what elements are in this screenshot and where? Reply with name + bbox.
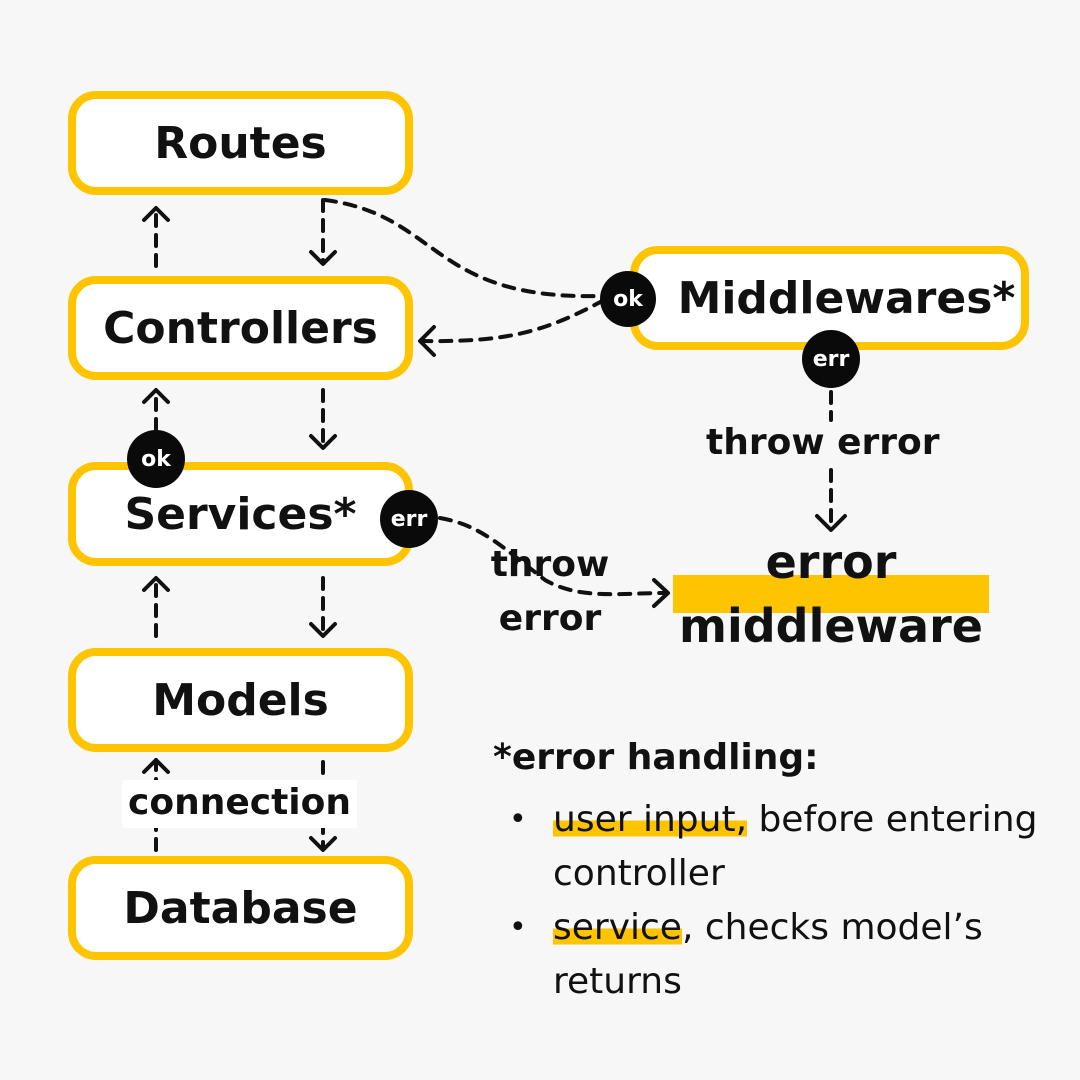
- services-ok-badge: ok: [127, 430, 185, 488]
- services-label: Services*: [124, 488, 357, 540]
- services-box: Services*: [68, 462, 413, 566]
- throw-error-label-middlewares: throw error: [706, 422, 940, 463]
- routes-label: Routes: [154, 117, 327, 169]
- bullet-icon: •: [509, 802, 527, 837]
- arrowhead-down-models: [309, 622, 337, 638]
- note-highlight: service: [553, 907, 682, 948]
- throw-error-label-services: throw error: [480, 538, 620, 646]
- throw-error-services-line2: error: [498, 598, 602, 639]
- services-err-badge: err: [380, 490, 438, 548]
- middlewares-ok-badge: ok: [600, 271, 656, 327]
- arrowhead-up-models: [142, 758, 170, 774]
- connection-label: connection: [122, 780, 357, 828]
- arrow-middlewares-to-controllers: [420, 298, 606, 344]
- note-highlight: user input,: [553, 799, 748, 840]
- arrowhead-right-error-mw: [652, 578, 670, 608]
- notes-title: *error handling:: [493, 737, 819, 778]
- middlewares-label: Middlewares*: [677, 272, 1016, 324]
- models-box: Models: [68, 648, 413, 752]
- routes-box: Routes: [68, 91, 413, 195]
- arrow-routes-to-middlewares: [323, 198, 602, 299]
- arrowhead-up-controllers: [142, 388, 170, 404]
- middlewares-err-badge: err: [802, 330, 860, 388]
- models-label: Models: [152, 674, 329, 726]
- arrowhead-down-controllers: [309, 250, 337, 266]
- arrowhead-down-database: [309, 836, 337, 852]
- controllers-label: Controllers: [103, 302, 378, 354]
- bullet-icon: •: [509, 910, 527, 945]
- error-middleware-label: error middleware: [673, 530, 989, 658]
- error-middleware-line1: error: [765, 535, 897, 589]
- arrowhead-up-routes: [142, 206, 170, 222]
- arrowhead-up-services: [142, 576, 170, 592]
- database-label: Database: [123, 882, 358, 934]
- arrow-services-err-to-error-mw: [438, 516, 667, 597]
- error-middleware-line2: middleware: [679, 599, 983, 653]
- error-middleware-highlight: [673, 575, 989, 613]
- controllers-box: Controllers: [68, 276, 413, 380]
- note-item: • service, checks model’s returns: [493, 901, 1053, 1009]
- database-box: Database: [68, 856, 413, 960]
- arrowhead-down-error-mw: [815, 514, 847, 532]
- note-text: before entering controller: [553, 799, 1038, 894]
- arrowhead-down-services: [309, 434, 337, 450]
- throw-error-services-line1: throw: [490, 544, 610, 585]
- note-text: , checks model’s returns: [553, 907, 983, 1002]
- note-item: • user input, before entering controller: [493, 793, 1053, 901]
- error-handling-notes: *error handling: • user input, before en…: [493, 735, 1053, 1009]
- arrowhead-left-controllers: [418, 325, 436, 357]
